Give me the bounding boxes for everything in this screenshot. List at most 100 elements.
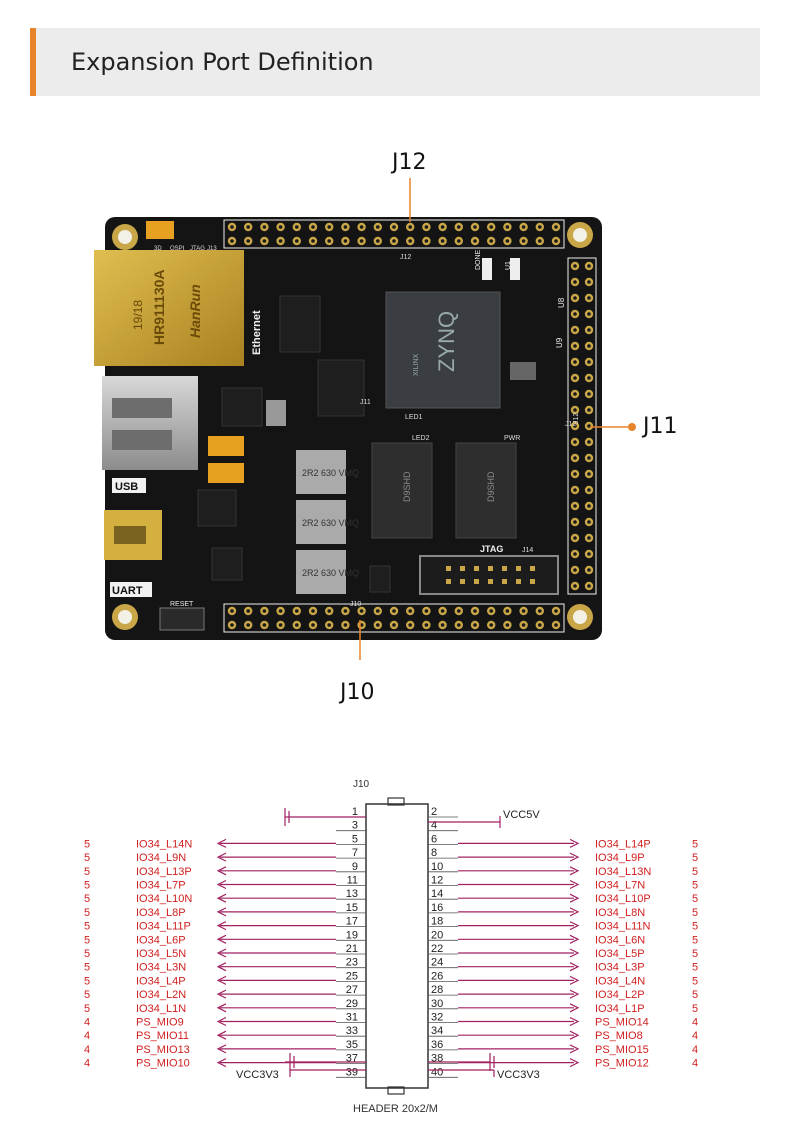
net-label-right: IO34_L10P [595, 893, 651, 905]
net-label-left: IO34_L3N [136, 962, 186, 974]
pin-number-right: 34 [431, 1025, 443, 1037]
vcc5v-net: VCC5V [503, 809, 540, 821]
svg-text:HR911130A: HR911130A [151, 269, 167, 345]
section-header: Expansion Port Definition [30, 28, 760, 96]
vcc3v3-left-net: VCC3V3 [236, 1069, 279, 1081]
bank-label-left: 5 [84, 934, 90, 946]
bank-label-left: 5 [84, 921, 90, 933]
svg-text:J13: J13 [207, 246, 217, 252]
bank-label-left: 4 [84, 1044, 90, 1056]
svg-text:LED1: LED1 [405, 414, 423, 421]
bank-label-right: 5 [692, 1003, 698, 1015]
pin-number-right: 2 [431, 806, 437, 818]
bank-label-right: 5 [692, 921, 698, 933]
pin-number-left: 39 [346, 1066, 358, 1078]
pin-number-left: 15 [346, 902, 358, 914]
bank-label-right: 5 [692, 907, 698, 919]
svg-text:USB: USB [115, 481, 138, 493]
zynq-chip [385, 291, 501, 409]
net-label-right: IO34_L2P [595, 989, 645, 1001]
pin-number-right: 38 [431, 1053, 443, 1065]
net-label-left: IO34_L11P [136, 921, 191, 933]
svg-text:2R2 630 VMQ: 2R2 630 VMQ [302, 468, 359, 478]
net-label-left: IO34_L2N [136, 989, 186, 1001]
pin-number-left: 5 [352, 833, 358, 845]
bank-label-left: 5 [84, 852, 90, 864]
svg-text:XILINX: XILINX [413, 353, 420, 376]
bank-label-left: 5 [84, 838, 90, 850]
net-label-right: IO34_L6N [595, 934, 645, 946]
rj45-connector [94, 250, 244, 366]
bank-label-left: 5 [84, 962, 90, 974]
net-label-left: IO34_L6P [136, 934, 186, 946]
net-label-right: IO34_L14P [595, 838, 651, 850]
pin-number-left: 31 [346, 1012, 358, 1024]
pin-number-left: 33 [346, 1025, 358, 1037]
bank-label-left: 5 [84, 989, 90, 1001]
pin-number-right: 10 [431, 861, 443, 873]
net-label-right: IO34_L4N [595, 975, 645, 987]
net-label-left: IO34_L9N [136, 852, 186, 864]
net-label-left: PS_MIO11 [136, 1030, 189, 1042]
ddr-chip-u8 [371, 442, 433, 539]
bank-label-left: 5 [84, 907, 90, 919]
pin-number-left: 1 [352, 806, 358, 818]
pin-number-right: 6 [431, 833, 437, 845]
bank-label-left: 5 [84, 893, 90, 905]
callout-leaders [359, 178, 636, 660]
svg-text:3D: 3D [154, 246, 162, 252]
callout-j11-label: J11 [643, 414, 678, 439]
net-label-right: IO34_L13N [595, 866, 651, 878]
svg-text:2R2 630 VMQ: 2R2 630 VMQ [302, 568, 359, 578]
svg-text:J12: J12 [565, 421, 576, 428]
svg-text:UART: UART [112, 585, 143, 597]
pin-number-right: 4 [431, 820, 437, 832]
ddr-chip-u9 [455, 442, 517, 539]
pin-number-right: 24 [431, 957, 443, 969]
bank-label-right: 5 [692, 934, 698, 946]
bank-label-right: 5 [692, 962, 698, 974]
svg-text:J14: J14 [522, 547, 533, 554]
net-label-left: IO34_L5N [136, 948, 186, 960]
bank-label-right: 5 [692, 893, 698, 905]
bank-label-left: 4 [84, 1058, 90, 1070]
net-label-right: IO34_L3P [595, 962, 645, 974]
header-accent-bar [30, 28, 36, 96]
pin-number-left: 7 [352, 847, 358, 859]
svg-text:D9SHD: D9SHD [402, 471, 412, 502]
pin-number-left: 23 [346, 957, 358, 969]
pin-number-right: 36 [431, 1039, 443, 1051]
net-label-left: IO34_L14N [136, 838, 192, 850]
svg-text:U9: U9 [555, 337, 564, 348]
pin-number-left: 27 [346, 984, 358, 996]
usb-a-connector [102, 376, 198, 470]
connector-body [365, 803, 429, 1089]
svg-text:U8: U8 [557, 297, 566, 308]
pin-number-right: 26 [431, 970, 443, 982]
svg-text:PWR: PWR [504, 435, 520, 442]
svg-text:19/18: 19/18 [131, 300, 145, 330]
bank-label-right: 5 [692, 948, 698, 960]
bank-label-left: 5 [84, 948, 90, 960]
bank-label-left: 5 [84, 1003, 90, 1015]
pin-number-right: 12 [431, 875, 443, 887]
svg-text:LED2: LED2 [412, 435, 430, 442]
pin-number-left: 11 [347, 875, 358, 887]
schematic-title: J10 [353, 779, 370, 790]
svg-text:DONE: DONE [475, 249, 482, 270]
bank-label-right: 4 [692, 1030, 698, 1042]
pin-number-right: 18 [431, 916, 443, 928]
bank-label-left: 5 [84, 975, 90, 987]
net-label-left: IO34_L4P [136, 975, 186, 987]
pin-number-left: 13 [346, 888, 358, 900]
